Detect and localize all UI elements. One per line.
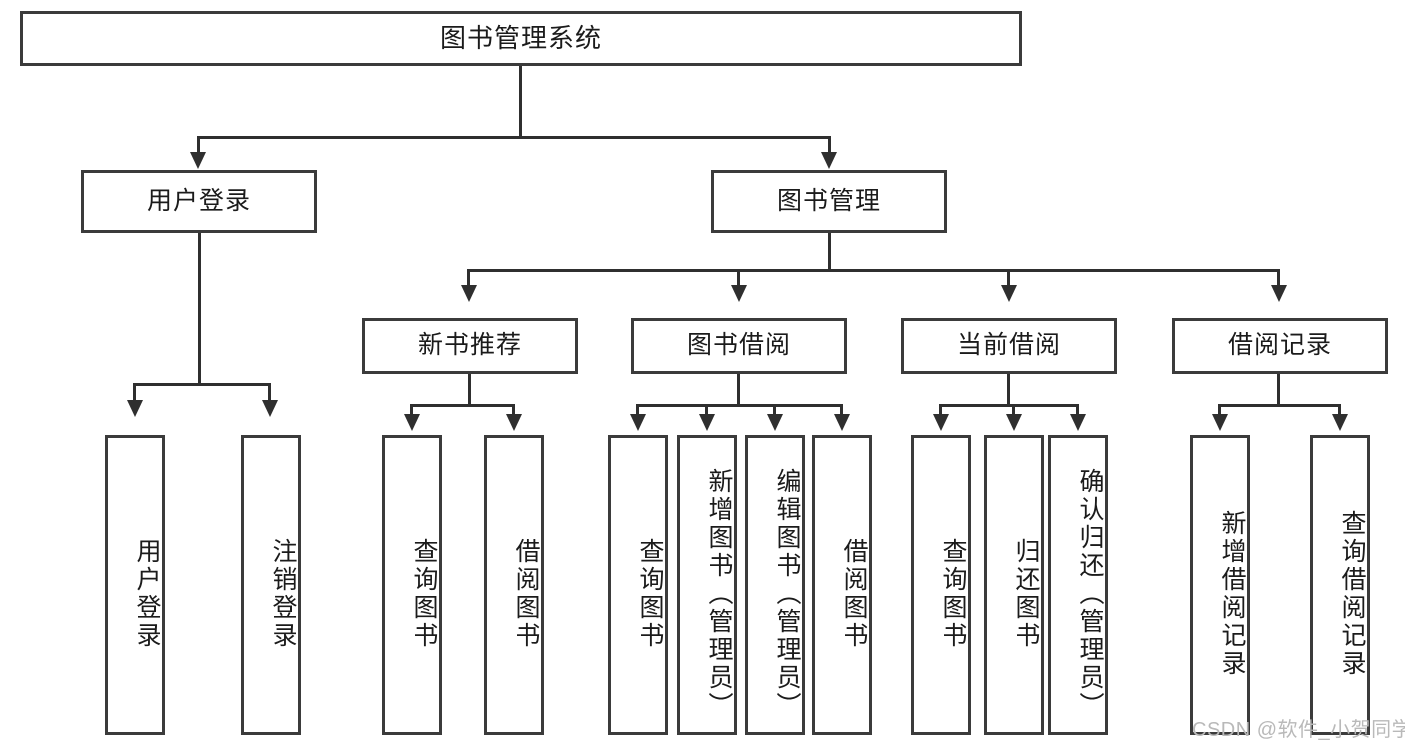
leaf-label: 借阅图书 [512,538,540,650]
edge-drop-current-borrow [1007,269,1010,289]
leaf-label: 查询图书 [939,538,967,650]
edge-user-login-stem [198,233,201,385]
edge-drop-bb-borrow [840,404,843,418]
edge-drop-bb-edit [773,404,776,418]
leaf-br-add-record: 新增借阅记录 [1190,435,1250,735]
csdn-watermark: CSDN @软件_小贺同学 [1192,719,1405,741]
leaf-label: 新增图书（管理员） [705,468,733,720]
node-new-book-recommend: 新书推荐 [362,318,578,374]
arrowhead-leaf-logout [262,400,278,417]
leaf-label: 编辑图书（管理员） [773,468,801,720]
leaf-user-login: 用户登录 [105,435,165,735]
node-borrow-record: 借阅记录 [1172,318,1388,374]
leaf-label: 查询图书 [410,538,438,650]
edge-book-borrow-stem [737,374,740,406]
node-user-login: 用户登录 [81,170,317,233]
leaf-label: 注销登录 [269,538,297,650]
arrowhead-current-borrow [1001,285,1017,302]
arrowhead-nbr-borrow [506,414,522,431]
edge-drop-cb-confirm [1076,404,1079,418]
edge-drop-bb-add [705,404,708,418]
leaf-label: 用户登录 [133,538,161,650]
leaf-cb-query-book: 查询图书 [911,435,971,735]
node-current-borrow: 当前借阅 [901,318,1117,374]
edge-book-management-stem [828,233,831,271]
edge-level3-bus [467,269,1280,272]
leaf-logout: 注销登录 [241,435,301,735]
arrowhead-borrow-record [1271,285,1287,302]
edge-current-borrow-bus [939,404,1079,407]
edge-drop-book-manage [828,136,831,158]
leaf-nbr-borrow-book: 借阅图书 [484,435,544,735]
edge-root-stem [519,66,522,138]
node-root: 图书管理系统 [20,11,1022,66]
leaf-bb-query-book: 查询图书 [608,435,668,735]
leaf-br-query-record: 查询借阅记录 [1310,435,1370,735]
arrowhead-book-manage [821,152,837,169]
leaf-label: 新增借阅记录 [1218,510,1246,678]
leaf-bb-borrow-book: 借阅图书 [812,435,872,735]
edge-drop-cb-return [1012,404,1015,418]
edge-level2-bus [197,136,831,139]
edge-drop-new-book-rec [467,269,470,289]
arrowhead-bb-edit [767,414,783,431]
arrowhead-user-login [190,152,206,169]
leaf-label: 归还图书 [1012,538,1040,650]
edge-drop-bb-query [636,404,639,418]
edge-current-borrow-stem [1007,374,1010,406]
edge-book-borrow-bus [636,404,842,407]
leaf-label: 借阅图书 [840,538,868,650]
leaf-bb-add-book-admin: 新增图书（管理员） [677,435,737,735]
arrowhead-bb-query [630,414,646,431]
arrowhead-bb-add [699,414,715,431]
edge-drop-leaf-user-login [133,383,136,405]
edge-drop-leaf-logout [268,383,271,405]
arrowhead-cb-return [1006,414,1022,431]
leaf-label: 查询借阅记录 [1338,510,1366,678]
edge-drop-nbr-borrow [512,404,515,418]
arrowhead-br-add [1212,414,1228,431]
edge-borrow-record-bus [1218,404,1341,407]
edge-drop-borrow-record [1277,269,1280,289]
edge-drop-book-borrow [737,269,740,289]
arrowhead-leaf-user-login [127,400,143,417]
edge-new-book-rec-stem [468,374,471,406]
arrowhead-br-query [1332,414,1348,431]
leaf-label: 查询图书 [636,538,664,650]
edge-drop-user-login [197,136,200,158]
arrowhead-nbr-query [404,414,420,431]
arrowhead-bb-borrow [834,414,850,431]
leaf-cb-confirm-return-admin: 确认归还（管理员） [1048,435,1108,735]
arrowhead-cb-query [933,414,949,431]
arrowhead-book-borrow [731,285,747,302]
edge-new-book-rec-bus [410,404,515,407]
leaf-bb-edit-book-admin: 编辑图书（管理员） [745,435,805,735]
leaf-nbr-query-book: 查询图书 [382,435,442,735]
edge-drop-br-query [1338,404,1341,418]
node-book-borrow: 图书借阅 [631,318,847,374]
arrowhead-cb-confirm [1070,414,1086,431]
leaf-cb-return-book: 归还图书 [984,435,1044,735]
edge-drop-nbr-query [410,404,413,418]
edge-drop-cb-query [939,404,942,418]
leaf-label: 确认归还（管理员） [1076,468,1104,720]
edge-drop-br-add [1218,404,1221,418]
edge-borrow-record-stem [1277,374,1280,406]
arrowhead-new-book-rec [461,285,477,302]
edge-user-login-bus [133,383,271,386]
node-book-management: 图书管理 [711,170,947,233]
